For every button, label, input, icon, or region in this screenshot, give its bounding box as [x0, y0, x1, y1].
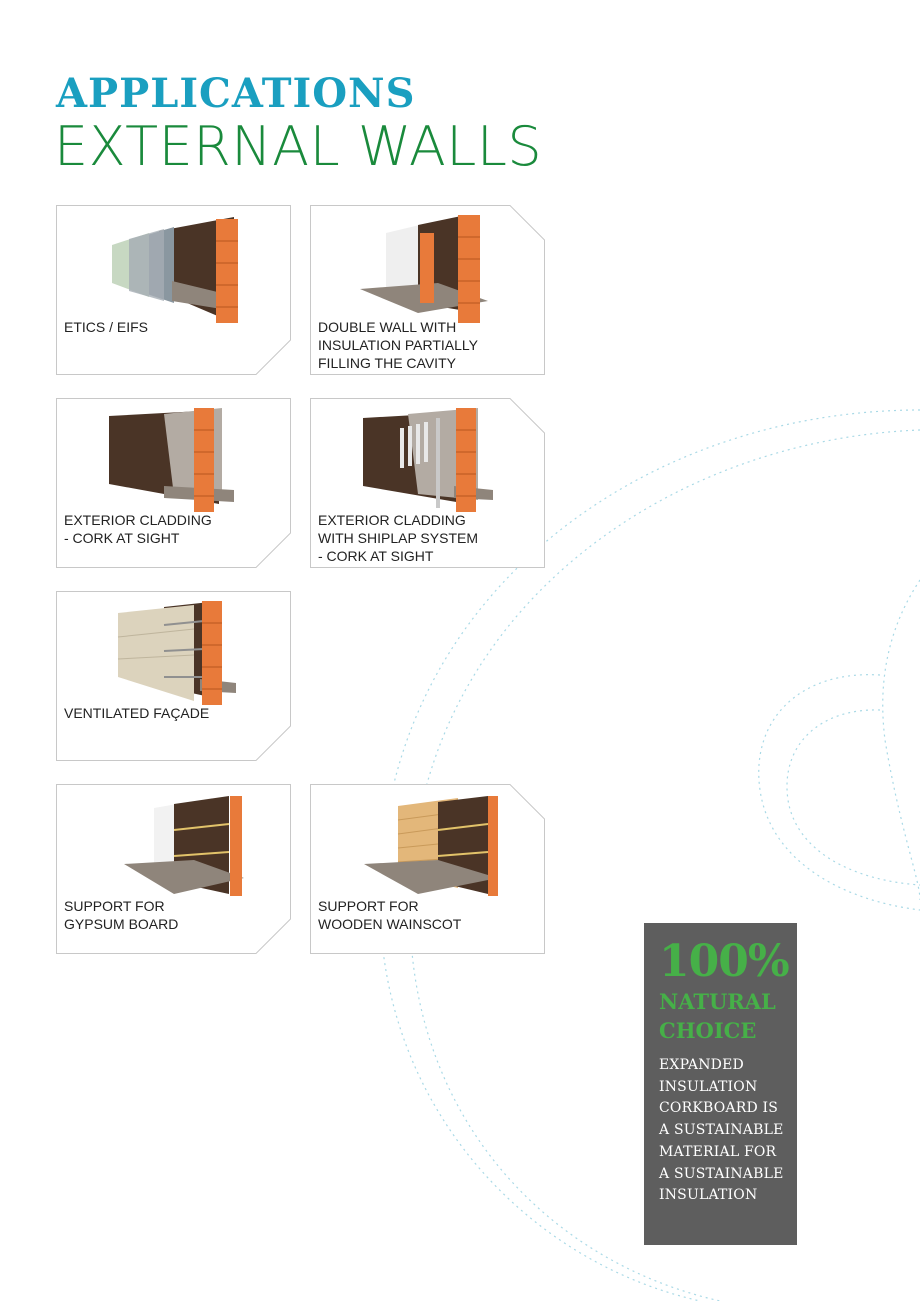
- promo-headline: 100%: [659, 936, 790, 987]
- application-card-exterior-cladding: EXTERIOR CLADDING - CORK AT SIGHT: [56, 398, 291, 568]
- card-label: DOUBLE WALL WITH INSULATION PARTIALLY FI…: [318, 319, 479, 371]
- ventilated-facade-icon: [117, 601, 236, 705]
- wainscot-support-icon: [364, 796, 498, 896]
- card-label: ETICS / EIFS: [64, 319, 149, 335]
- application-card-ventilated-facade: VENTILATED FAÇADE: [56, 591, 291, 761]
- gypsum-support-icon: [124, 796, 244, 896]
- card-label: SUPPORT FOR GYPSUM BOARD: [64, 898, 179, 932]
- shiplap-cladding-icon: [363, 408, 493, 512]
- section-title: APPLICATIONS: [56, 70, 416, 117]
- card-label: EXTERIOR CLADDING WITH SHIPLAP SYSTEM - …: [318, 512, 478, 564]
- cork-cladding-icon: [109, 408, 234, 512]
- application-card-double-wall: DOUBLE WALL WITH INSULATION PARTIALLY FI…: [310, 205, 545, 375]
- double-wall-icon: [360, 215, 488, 323]
- promo-subheadline: NATURAL CHOICE: [659, 989, 776, 1043]
- card-label: VENTILATED FAÇADE: [64, 705, 210, 721]
- etics-wall-icon: [112, 217, 238, 323]
- application-card-wainscot: SUPPORT FOR WOODEN WAINSCOT: [310, 784, 545, 954]
- promo-body: EXPANDED INSULATION CORKBOARD IS A SUSTA…: [659, 1057, 784, 1204]
- application-card-shiplap: EXTERIOR CLADDING WITH SHIPLAP SYSTEM - …: [310, 398, 545, 568]
- natural-choice-box: 100% NATURAL CHOICE EXPANDED INSULATION …: [644, 923, 797, 1245]
- application-card-etics: ETICS / EIFS: [56, 205, 291, 375]
- card-label: EXTERIOR CLADDING - CORK AT SIGHT: [64, 512, 212, 546]
- card-label: SUPPORT FOR WOODEN WAINSCOT: [318, 898, 462, 932]
- application-card-gypsum: SUPPORT FOR GYPSUM BOARD: [56, 784, 291, 954]
- section-subtitle: EXTERNAL WALLS: [54, 115, 543, 178]
